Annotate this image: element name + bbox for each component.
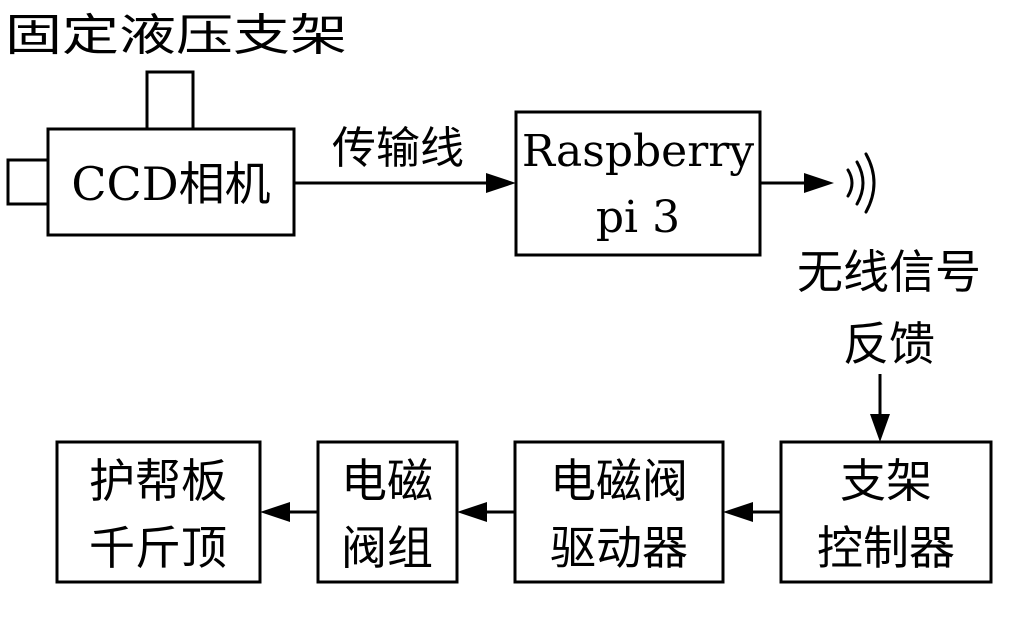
wireless-feedback-label-line2: 反馈 xyxy=(843,317,935,371)
camera-label: CCD相机 xyxy=(71,157,270,211)
cable-arrow-head xyxy=(486,173,516,193)
solenoid-valve-label-line2: 阀组 xyxy=(341,521,433,575)
camera-side-lens xyxy=(6,158,50,206)
driver-to-valve-head xyxy=(457,502,487,522)
wireless-feedback-label-line1: 无线信号 xyxy=(797,245,981,299)
valve-to-jack-head xyxy=(260,502,290,522)
solenoid-valve-label-line1: 电磁 xyxy=(341,454,433,508)
controller-to-driver-head xyxy=(723,502,753,522)
jack-label-line1: 护帮板 xyxy=(89,454,227,508)
camera-top-mount xyxy=(145,70,195,131)
solenoid-driver-label-line2: 驱动器 xyxy=(550,521,688,575)
raspberry-pi-label-line1: Raspberry xyxy=(522,126,754,177)
solenoid-driver-label-line1: 电磁阀 xyxy=(550,454,688,508)
support-controller-label-line1: 支架 xyxy=(840,454,932,508)
wireless-arrow-head xyxy=(804,173,834,193)
raspberry-pi-label-line2: pi 3 xyxy=(596,192,680,243)
cable-label: 传输线 xyxy=(332,123,464,174)
jack-label-line2: 千斤顶 xyxy=(89,521,227,575)
feedback-arrow-head xyxy=(870,414,890,442)
wireless-signal-icon xyxy=(846,152,876,214)
support-controller-label-line2: 控制器 xyxy=(817,521,955,575)
label-fixed-hydraulic-support: 固定液压支架 xyxy=(5,10,347,61)
